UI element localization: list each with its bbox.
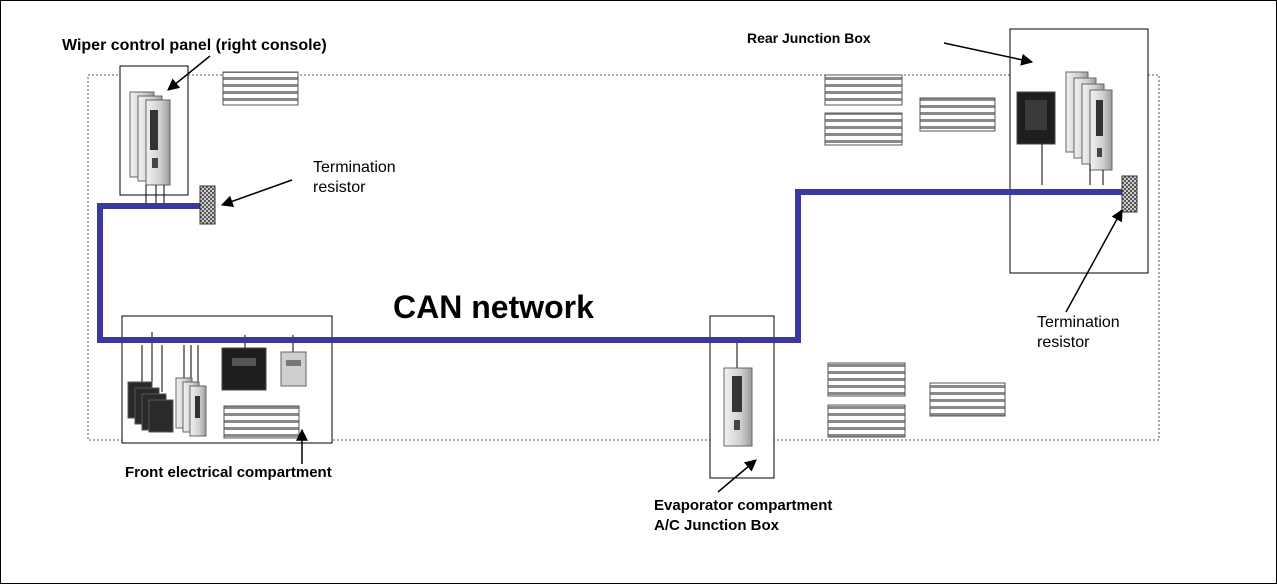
terminal-strip-icon <box>929 382 1006 417</box>
terminal-strip-icon <box>824 74 903 106</box>
front-electrical-compartment-box <box>121 315 333 444</box>
controller-module-icon <box>1016 91 1056 145</box>
termination-right-label-line1: Termination <box>1037 314 1120 331</box>
terminal-strip-icon <box>827 362 906 397</box>
terminal-strip-icon <box>223 405 300 439</box>
rear-junction-label: Rear Junction Box <box>747 30 871 46</box>
terminal-strip-icon <box>919 97 996 132</box>
arrow-wiper-panel <box>167 55 211 91</box>
vehicle-outline <box>87 74 1160 441</box>
arrow-evaporator <box>717 459 757 493</box>
termination-left-label-line1: Termination <box>313 159 396 176</box>
termination-resistor-icon <box>1121 175 1138 213</box>
arrow-termination-left <box>220 179 293 208</box>
controller-module-icon <box>1065 71 1113 171</box>
wiper-control-panel-box <box>119 65 189 205</box>
terminal-strip-icon <box>824 112 903 146</box>
terminal-strip-icon <box>222 71 299 106</box>
front-compartment-label: Front electrical compartment <box>125 464 332 481</box>
termination-right-label-line2: resistor <box>1037 334 1090 351</box>
termination-left-label-line2: resistor <box>313 179 366 196</box>
controller-module-icon <box>221 347 267 391</box>
terminal-strip-icon <box>827 404 906 438</box>
controller-module-icon <box>129 91 171 186</box>
controller-module-icon <box>723 367 753 447</box>
controller-module-icon <box>175 377 207 437</box>
can-bus-line <box>97 189 1128 343</box>
controller-module-icon <box>127 381 174 433</box>
wiper-panel-label: Wiper control panel (right console) <box>62 37 327 54</box>
arrow-termination-right <box>1065 208 1123 313</box>
controller-module-icon <box>280 351 307 387</box>
evaporator-label-line1: Evaporator compartment <box>654 497 833 514</box>
arrow-rear-junction <box>943 42 1034 66</box>
can-network-label: CAN network <box>393 289 594 325</box>
rear-junction-box <box>1009 28 1149 274</box>
termination-resistor-icon <box>199 185 216 225</box>
evaporator-label-line2: A/C Junction Box <box>654 517 780 534</box>
